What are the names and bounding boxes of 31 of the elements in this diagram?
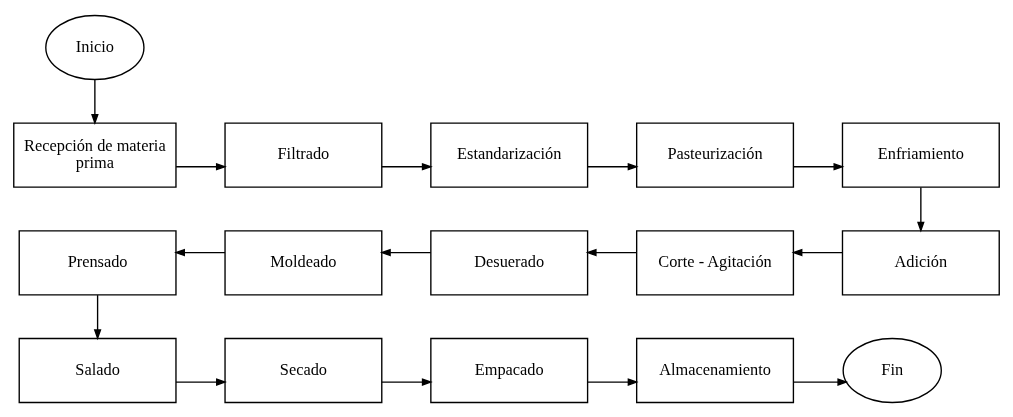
arrow: [175, 377, 227, 386]
node-box: Enfriamiento: [841, 121, 1000, 188]
node-box: Empacado: [430, 337, 589, 403]
node-box: Corte - Agitación: [636, 229, 795, 296]
arrow: [381, 162, 433, 171]
node-box: Desuerado: [430, 229, 589, 296]
arrow: [586, 162, 639, 171]
node-box: Estandarización: [430, 121, 589, 188]
arrow: [791, 248, 844, 256]
node-box: Prensado: [18, 229, 177, 296]
arrow: [379, 248, 432, 256]
node-ellipse: Fin: [842, 337, 942, 403]
arrow: [93, 293, 102, 340]
node-box: Salado: [18, 337, 177, 403]
arrow: [91, 78, 99, 125]
arrow: [175, 162, 227, 171]
node-box: Adición: [841, 229, 1000, 296]
node-box: Filtrado: [224, 121, 383, 188]
arrow: [792, 162, 845, 171]
arrow: [585, 248, 638, 256]
arrow: [793, 377, 849, 386]
node-ellipse: Inicio: [45, 14, 145, 80]
node-box: Almacenamiento: [636, 337, 795, 403]
arrow: [917, 186, 925, 233]
node-box: Pasteurización: [636, 121, 795, 188]
node-box: Moldeado: [224, 229, 383, 296]
node-box: Secado: [224, 337, 383, 403]
arrow: [586, 377, 639, 386]
node-box: Recepción de materia prima: [13, 121, 177, 188]
arrow: [174, 248, 226, 256]
arrow: [381, 377, 433, 386]
